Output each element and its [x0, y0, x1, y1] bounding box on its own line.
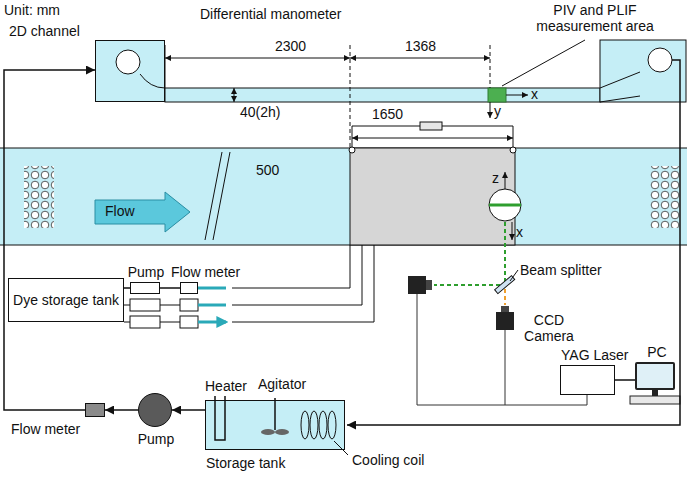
annotation-label: Flow [105, 203, 135, 219]
differential-manometer [352, 122, 513, 147]
node-text: Flow meter [11, 421, 80, 437]
node-text: YAG Laser [561, 347, 628, 363]
annotation-label: x [516, 224, 523, 240]
pipe-connector [105, 409, 138, 411]
optics [408, 222, 680, 405]
annotation-label: 1650 [372, 106, 403, 122]
annotation-label: PIV and PLIF measurement area [510, 2, 680, 34]
annotation-label: 1368 [405, 38, 436, 54]
node-text: Pump [128, 264, 165, 280]
pipe-connector [160, 287, 180, 289]
node-text: Pump [138, 431, 175, 447]
channel-top-view [0, 147, 687, 245]
node-text: Flow meter [171, 264, 240, 280]
pump-symbol: Pump [138, 393, 172, 427]
annotation-label: Beam splitter [520, 262, 602, 278]
annotation-label: Unit: mm [4, 2, 60, 18]
annotation-label: Heater [205, 378, 247, 394]
annotation-label: 40(2h) [240, 104, 280, 120]
dye-injection-line [124, 245, 374, 328]
annotation-label: CCD Camera [518, 312, 580, 344]
laser-box: YAG Laser [560, 365, 615, 395]
node-text: Storage tank [206, 455, 285, 471]
annotation-label: 2300 [275, 38, 306, 54]
flow-meter-box: Flow meter [85, 403, 105, 417]
annotation-label: z [492, 170, 499, 186]
annotation-label: 500 [256, 162, 279, 178]
storage-tank-illustration [205, 60, 680, 455]
dye-tank-box: Dye storage tank [8, 278, 124, 322]
pipe-connector [4, 70, 95, 410]
pc-monitor: PC [635, 362, 675, 390]
channel-header: 2D channel [95, 40, 165, 102]
annotation-label: x [531, 86, 538, 102]
annotation-label: Agitator [258, 376, 306, 392]
channel-side-view [95, 40, 686, 102]
storage-tank: Storage tank [205, 400, 345, 450]
annotation-label: Cooling coil [352, 452, 424, 468]
pump-box: Pump [130, 282, 160, 294]
annotation-label: y [494, 103, 501, 119]
annotation-label: Differential manometer [200, 6, 341, 22]
pipe-connector [172, 409, 205, 411]
node-text: Dye storage tank [13, 292, 119, 308]
node-text: 2D channel [9, 23, 80, 39]
node-text: PC [647, 344, 666, 360]
flow-meter-box: Flow meter [180, 282, 198, 294]
pipe-connector [615, 379, 635, 381]
